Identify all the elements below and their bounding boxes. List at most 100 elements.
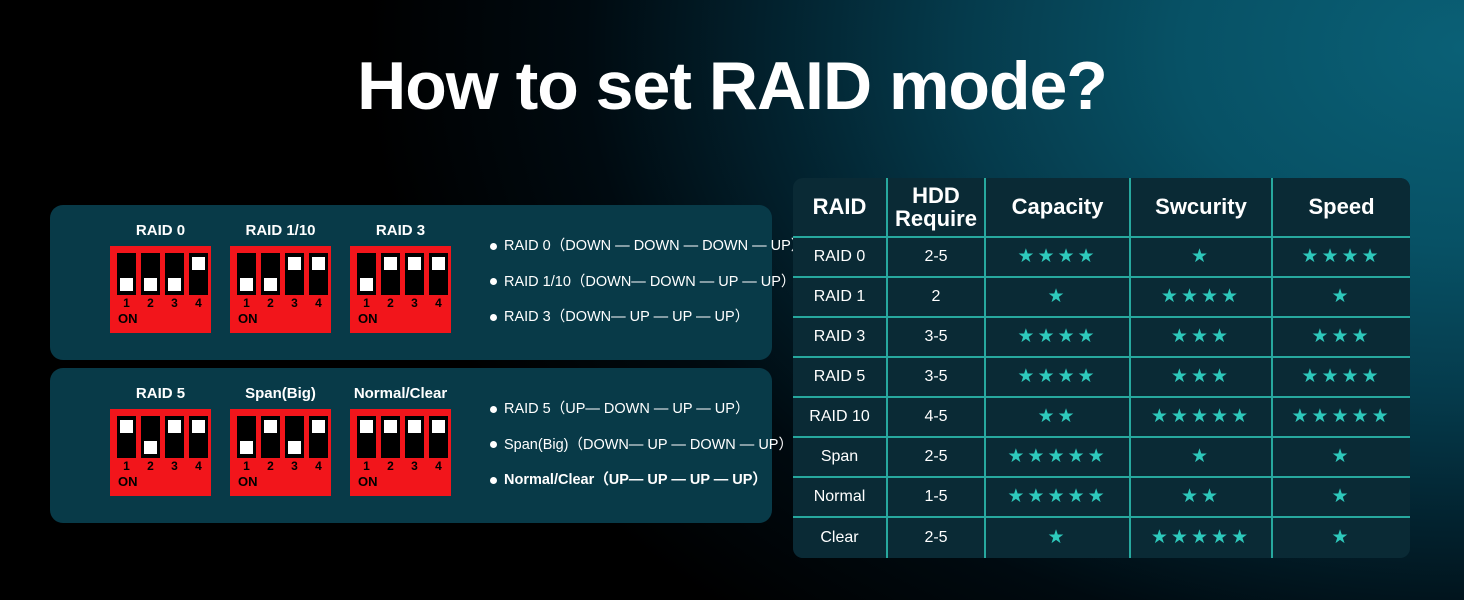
star-icon: ★ (1311, 326, 1329, 347)
switch-row (357, 253, 448, 295)
dip-switch-3[interactable] (285, 416, 304, 458)
star-icon: ★ (1371, 406, 1389, 427)
dip-switch-1[interactable] (357, 253, 376, 295)
switch-number: 4 (195, 296, 202, 310)
legend-item: RAID 1/10（DOWN— DOWN — UP — UP） (490, 274, 805, 290)
legend-item: RAID 3（DOWN— UP — UP — UP） (490, 310, 805, 325)
legend-text: RAID 0（DOWN — DOWN — DOWN — UP） (504, 238, 806, 254)
dip-switch-3[interactable] (165, 416, 184, 458)
dip-switch-4[interactable] (189, 416, 208, 458)
cell-speed-rating: ★★★★★ (1273, 398, 1410, 438)
dip-switch-2[interactable] (261, 416, 280, 458)
star-icon: ★ (1017, 246, 1035, 267)
dip-slider-up (408, 257, 421, 270)
star-icon: ★ (1291, 406, 1309, 427)
dip-slider-up (312, 420, 325, 433)
dip-switch-2[interactable] (141, 253, 160, 295)
star-icon: ★ (1190, 406, 1209, 427)
dip-switch-1[interactable] (237, 253, 256, 295)
dip-switch-3[interactable] (165, 253, 184, 295)
dip-slider-up (120, 420, 133, 433)
star-icon: ★ (1027, 486, 1045, 507)
star-icon: ★ (1067, 446, 1085, 467)
star-icon: ★ (1351, 326, 1369, 347)
cell-security-rating: ★ (1131, 238, 1273, 278)
cell-capacity-rating: ★ (986, 278, 1131, 318)
switch-number: 4 (195, 459, 202, 473)
switch-number: 2 (267, 296, 274, 310)
cell-speed-rating: ★★★★ (1273, 358, 1410, 398)
cell-raid-name: RAID 3 (793, 318, 888, 358)
dip-switch-1[interactable] (117, 253, 136, 295)
switch-row (357, 416, 448, 458)
star-icon: ★ (1321, 246, 1339, 267)
bullet-icon (490, 278, 497, 286)
switch-number: 3 (411, 296, 418, 310)
cell-hdd-require: 2-5 (888, 438, 986, 478)
cell-security-rating: ★★★ (1131, 358, 1273, 398)
legend-text: RAID 3（DOWN— UP — UP — UP） (504, 309, 750, 325)
switch-number: 2 (387, 296, 394, 310)
switch-number: 4 (435, 296, 442, 310)
cell-speed-rating: ★★★ (1273, 318, 1410, 358)
bullet-icon (490, 242, 497, 250)
star-icon: ★ (1087, 446, 1105, 467)
star-icon: ★ (1150, 527, 1168, 548)
switch-number: 2 (387, 459, 394, 473)
star-icon: ★ (1221, 286, 1239, 307)
dip-slider-up (192, 420, 205, 433)
dip-switch-4[interactable] (309, 253, 328, 295)
cell-capacity-rating: ★★★★ (986, 238, 1131, 278)
dip-switch-3[interactable] (285, 253, 304, 295)
star-icon: ★ (1017, 326, 1035, 347)
dip-switch-4[interactable] (429, 416, 448, 458)
star-icon: ★ (1190, 527, 1209, 548)
dip-group-label: RAID 3 (375, 222, 426, 239)
dip-switch-4[interactable] (189, 253, 208, 295)
dip-switch-1[interactable] (357, 416, 376, 458)
dip-switch-1[interactable] (237, 416, 256, 458)
dip-switch-2[interactable] (381, 416, 400, 458)
dip-slider-down (360, 278, 373, 291)
dip-switch-4[interactable] (429, 253, 448, 295)
cell-speed-rating: ★ (1273, 278, 1410, 318)
column-header-raid: RAID (793, 178, 888, 238)
switch-on-label: ON (238, 311, 258, 326)
switch-number: 4 (435, 459, 442, 473)
dip-group-label: Normal/Clear (353, 385, 448, 402)
dip-group-label: RAID 0 (135, 222, 186, 239)
star-icon: ★ (1341, 366, 1359, 387)
star-icon: ★ (1331, 406, 1349, 427)
switch-number: 1 (243, 296, 250, 310)
legend-text: RAID 5（UP— DOWN — UP — UP） (504, 401, 750, 417)
switch-number: 1 (363, 296, 370, 310)
legend-item: RAID 0（DOWN — DOWN — DOWN — UP） (490, 239, 805, 254)
dip-switch-2[interactable] (141, 416, 160, 458)
dip-switch-2[interactable] (261, 253, 280, 295)
legend-text: Normal/Clear（UP— UP — UP — UP） (504, 472, 767, 488)
dip-slider-up (192, 257, 205, 270)
dip-legend: RAID 0（DOWN — DOWN — DOWN — UP） RAID 1/10… (490, 239, 805, 325)
cell-speed-rating: ★★★★ (1273, 238, 1410, 278)
cell-capacity-rating: ★★★★ (986, 318, 1131, 358)
star-icon: ★ (1201, 286, 1219, 307)
dip-switch-4[interactable] (309, 416, 328, 458)
star-icon: ★ (1087, 486, 1105, 507)
star-icon: ★ (1037, 406, 1055, 427)
dip-switch-2[interactable] (381, 253, 400, 295)
column-header-hdd-line1: HDD (912, 182, 960, 208)
star-icon: ★ (1077, 246, 1095, 267)
dip-switch-1[interactable] (117, 416, 136, 458)
dip-switch-3[interactable] (405, 416, 424, 458)
dip-switch-3[interactable] (405, 253, 424, 295)
